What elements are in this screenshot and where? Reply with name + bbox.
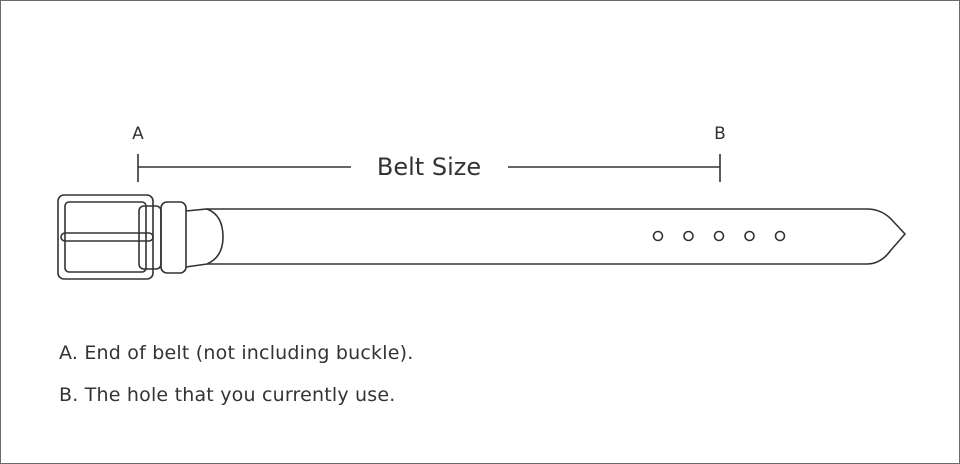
dimension-line [137,154,721,182]
belt-hole [713,230,725,242]
marker-a-label: A [132,124,144,144]
belt-keeper [138,201,224,274]
buckle [57,194,154,280]
keeper-loop [160,201,187,274]
marker-b-label: B [714,124,726,144]
belt-size-title: Belt Size [377,153,481,181]
belt-strap [207,208,906,265]
belt-hole [774,230,786,242]
legend-b-text: B. The hole that you currently use. [59,384,396,406]
belt-tip-fold [185,208,224,268]
keeper-back [138,205,162,270]
belt-holes [652,230,786,242]
belt-hole [652,230,664,242]
buckle-inner-frame [64,201,147,273]
legend-a-text: A. End of belt (not including buckle). [59,342,414,364]
belt-hole [744,230,755,242]
belt-hole [683,230,694,242]
buckle-prong [60,232,154,242]
